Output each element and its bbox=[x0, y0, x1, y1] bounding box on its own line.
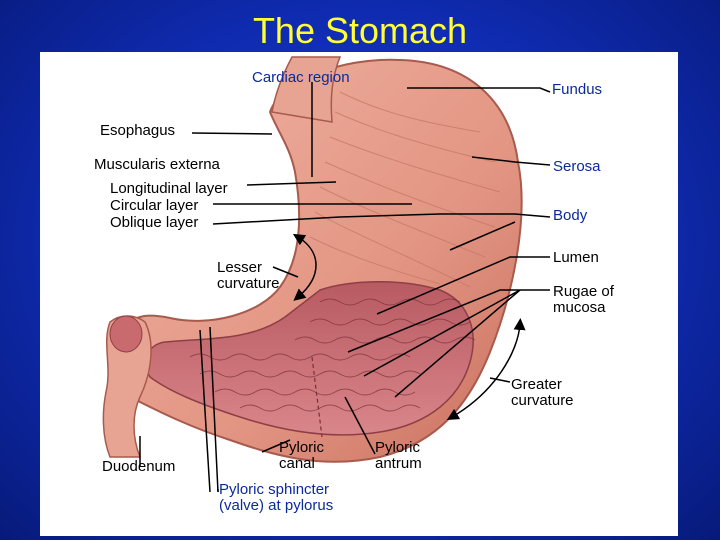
label-greater-curvature-1: Greater bbox=[511, 376, 562, 393]
label-circular-layer: Circular layer bbox=[110, 197, 199, 214]
label-pyloric-antrum-2: antrum bbox=[375, 455, 422, 472]
label-greater-curvature-2: curvature bbox=[511, 392, 574, 409]
label-longitudinal-layer: Longitudinal layer bbox=[110, 180, 228, 197]
leader-lines bbox=[139, 82, 551, 493]
label-oblique-layer: Oblique layer bbox=[110, 214, 199, 231]
label-pyloric-canal-2: canal bbox=[279, 455, 315, 472]
label-lumen: Lumen bbox=[553, 249, 599, 266]
label-pyloric-antrum-1: Pyloric bbox=[375, 439, 421, 456]
greater-curvature-arrow bbox=[446, 318, 526, 421]
label-duodenum: Duodenum bbox=[102, 458, 176, 475]
label-rugae-2: mucosa bbox=[553, 299, 606, 316]
stomach-illustration bbox=[102, 56, 551, 493]
duodenum-opening bbox=[109, 315, 143, 353]
label-esophagus: Esophagus bbox=[100, 122, 176, 139]
label-fundus: Fundus bbox=[552, 81, 603, 98]
label-pyloric-sphincter-1: Pyloric sphincter bbox=[219, 481, 330, 498]
mucosa-lining bbox=[144, 281, 474, 436]
label-muscularis-externa: Muscularis externa bbox=[94, 156, 220, 173]
diagram-panel: Cardiac region Fundus Esophagus Muscular… bbox=[40, 52, 678, 536]
duodenum-segment bbox=[102, 315, 152, 458]
slide-title: The Stomach bbox=[252, 10, 468, 51]
lesser-curvature-arrow bbox=[292, 233, 317, 301]
label-lesser-curvature-2: curvature bbox=[217, 275, 280, 292]
label-pyloric-sphincter-2: (valve) at pylorus bbox=[219, 497, 334, 514]
label-body: Body bbox=[553, 207, 588, 224]
esophagus-tube bbox=[271, 56, 342, 123]
label-pyloric-canal-1: Pyloric bbox=[279, 439, 325, 456]
label-lesser-curvature-1: Lesser bbox=[217, 259, 263, 276]
label-rugae-1: Rugae of bbox=[553, 283, 614, 300]
label-serosa: Serosa bbox=[553, 158, 601, 175]
label-cardiac-region: Cardiac region bbox=[252, 69, 350, 86]
